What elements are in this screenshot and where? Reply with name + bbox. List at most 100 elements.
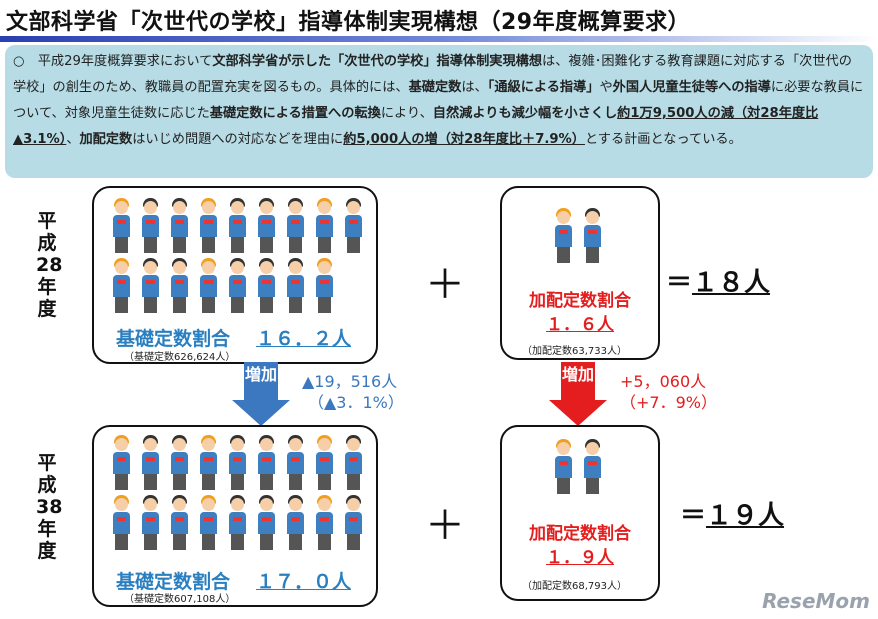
teacher-icon [253, 433, 279, 491]
kiso-delta-pct: （▲3．1%） [308, 393, 404, 412]
teacher-icon [166, 433, 192, 491]
kahai-delta-pct: （+7．9%） [620, 393, 717, 412]
teacher-icon [108, 196, 134, 254]
teacher-icons [550, 437, 620, 495]
teacher-icon [282, 196, 308, 254]
summary-text: 基礎定数 [408, 80, 462, 95]
plus-sign: ＋ [425, 262, 465, 308]
summary-text: は、複雑･困難化する教育課題に対応する「次世代の学校」の創生のため、教職員の配置… [13, 54, 852, 95]
teacher-icon [550, 206, 576, 264]
kiso-delta: ▲19，516人 （▲3．1%） [302, 371, 404, 413]
bullet: ○ [13, 54, 38, 69]
teacher-icon [166, 256, 192, 314]
total-value: １８人 [692, 268, 771, 298]
page-title: 文部科学省「次世代の学校」指導体制実現構想（29年度概算要求） [6, 10, 691, 35]
kiso-increase-arrow: 増加 [232, 362, 290, 426]
teacher-icon [224, 493, 250, 551]
teacher-icon [311, 256, 337, 314]
teacher-icon [579, 437, 605, 495]
summary-text: 外国人児童生徒等への指導 [612, 80, 771, 95]
teacher-icon [550, 437, 576, 495]
plus-sign: ＋ [425, 503, 465, 549]
summary-text: とする計画となっている。 [584, 132, 742, 147]
teacher-icon [195, 256, 221, 314]
teacher-icon [195, 433, 221, 491]
kiso-label: 基礎定数割合 [116, 571, 231, 593]
kiso-note: （基礎定数626,624人） [124, 352, 236, 363]
kiso-value: １６．２人 [256, 328, 352, 350]
total-h38: ＝１９人 [680, 495, 784, 532]
teacher-icon [579, 206, 605, 264]
equals-sign: ＝ [680, 501, 707, 531]
teacher-icon [224, 433, 250, 491]
summary-text: 基礎定数による措置への転換 [209, 106, 381, 121]
resemom-logo: ReseMom [762, 589, 870, 613]
arrow-text: 増加 [561, 365, 594, 384]
kiso-box-h28: 基礎定数割合 １６．２人 （基礎定数626,624人） [92, 186, 378, 364]
summary-text: 約5,000人の増（対28年度比＋7.9%） [343, 132, 585, 147]
teacher-icons [108, 433, 378, 551]
teacher-icon [282, 493, 308, 551]
teacher-icon [282, 433, 308, 491]
kahai-delta-count: +5，060人 [620, 372, 707, 391]
kiso-label: 基礎定数割合 [116, 328, 231, 350]
teacher-icon [282, 256, 308, 314]
arrow-text: 増加 [244, 365, 277, 384]
teacher-icon [253, 493, 279, 551]
summary-text: 平成29年度概算要求において [37, 54, 213, 69]
kiso-note: （基礎定数607,108人） [124, 594, 236, 605]
teacher-icons [108, 196, 378, 314]
total-value: １９人 [706, 501, 785, 531]
teacher-icon [137, 196, 163, 254]
teacher-icon [108, 433, 134, 491]
equals-sign: ＝ [666, 268, 693, 298]
teacher-icon [137, 256, 163, 314]
teacher-icon [166, 493, 192, 551]
kahai-box-h28: 加配定数割合 １．６人 （加配定数63,733人） [500, 186, 660, 360]
teacher-icons [550, 206, 620, 264]
kiso-value: １７．０人 [256, 571, 352, 593]
teacher-icon [340, 493, 366, 551]
teacher-icon [340, 433, 366, 491]
kahai-label: 加配定数割合 [529, 291, 631, 311]
kiso-delta-count: ▲19，516人 [302, 372, 398, 391]
summary-text: 文部科学省が示した「次世代の学校」指導体制実現構想 [212, 54, 543, 69]
summary-text: 約1万9,500人の減（対28年度比▲3.1%） [13, 106, 819, 147]
kahai-value: １．６人 [546, 315, 614, 335]
teacher-icon [108, 493, 134, 551]
teacher-icon [224, 196, 250, 254]
teacher-icon [108, 256, 134, 314]
title-underline [0, 36, 878, 42]
year-label-h38: 平成38年度 [36, 452, 63, 562]
kiso-box-h38: 基礎定数割合 １７．０人 （基礎定数607,108人） [92, 425, 378, 607]
summary-text: は、 [461, 80, 488, 95]
summary-text: 加配定数 [79, 132, 133, 147]
kahai-delta: +5，060人 （+7．9%） [620, 371, 717, 413]
teacher-icon [224, 256, 250, 314]
summary-text: 自然減よりも減少幅を小さくし [432, 106, 618, 121]
teacher-icon [311, 433, 337, 491]
summary-text: に必要な教員について、対象児童生徒数に応じた [13, 80, 864, 121]
teacher-icon [137, 493, 163, 551]
kahai-box-h38: 加配定数割合 １．９人 （加配定数68,793人） [500, 425, 660, 601]
teacher-icon [195, 493, 221, 551]
summary-text: や [599, 80, 613, 95]
year-label-h28: 平成28年度 [36, 210, 63, 320]
summary-box: ○ 平成29年度概算要求において文部科学省が示した「次世代の学校」指導体制実現構… [5, 45, 873, 178]
summary-text: により、 [380, 106, 433, 121]
summary-text: はいじめ問題への対応などを理由に [132, 132, 344, 147]
teacher-icon [253, 256, 279, 314]
kahai-value: １．９人 [546, 548, 614, 568]
teacher-icon [195, 196, 221, 254]
summary-text: 「通級による指導」 [487, 80, 600, 95]
kahai-note: （加配定数63,733人） [522, 346, 627, 357]
summary-text: 、 [66, 132, 80, 147]
teacher-icon [253, 196, 279, 254]
teacher-icon [311, 196, 337, 254]
teacher-icon [166, 196, 192, 254]
teacher-icon [137, 433, 163, 491]
kahai-label: 加配定数割合 [529, 524, 631, 544]
kahai-note: （加配定数68,793人） [522, 581, 627, 592]
kahai-increase-arrow: 増加 [549, 362, 607, 426]
teacher-icon [311, 493, 337, 551]
